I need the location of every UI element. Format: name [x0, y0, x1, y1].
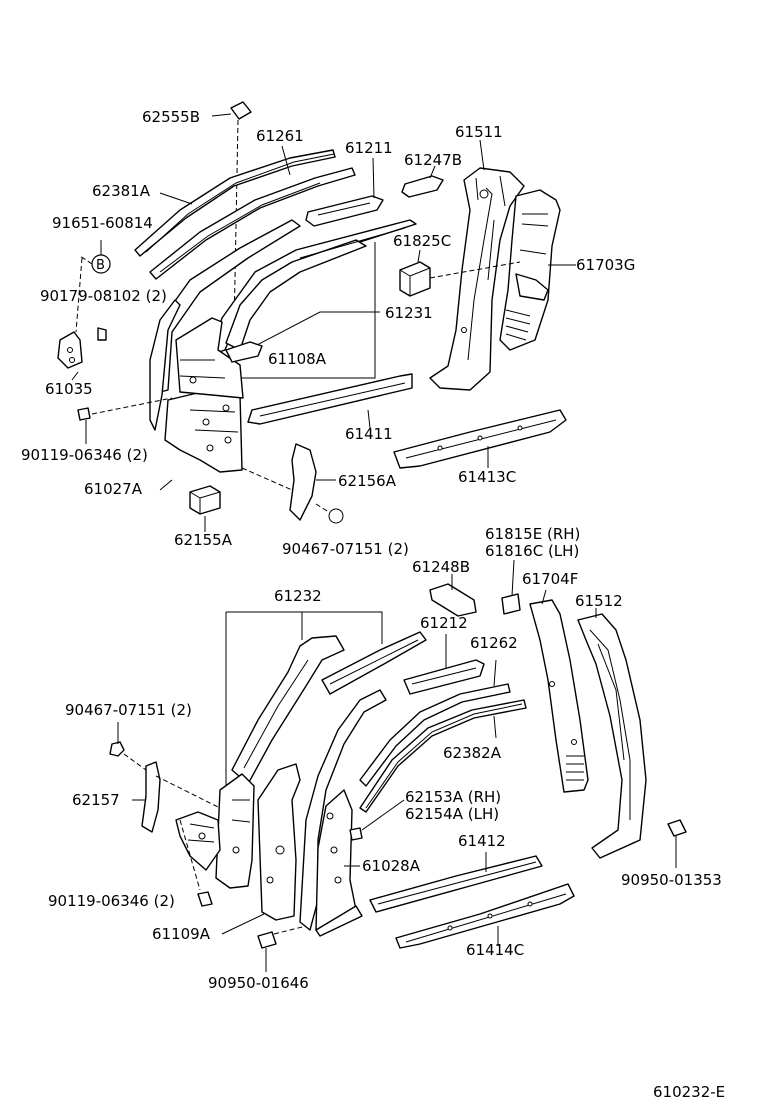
- label-90950a: 90950-01353: [621, 871, 722, 889]
- label-90119a: 90119-06346 (2): [21, 446, 148, 464]
- label-62153A: 62153A (RH): [405, 788, 501, 806]
- label-62156A: 62156A: [338, 472, 397, 490]
- label-61231: 61231: [385, 304, 433, 322]
- part-90119-lower: [179, 819, 213, 907]
- label-61411: 61411: [345, 425, 393, 443]
- label-90119b: 90119-06346 (2): [48, 892, 175, 910]
- part-61028A: [299, 689, 387, 937]
- label-61262: 61262: [470, 634, 518, 652]
- part-90467-lower: [109, 722, 147, 771]
- label-90467a: 90467-07151 (2): [282, 540, 409, 558]
- label-90467b: 90467-07151 (2): [65, 701, 192, 719]
- part-61248B: [429, 574, 477, 617]
- part-61511: [429, 139, 525, 391]
- label-62555B: 62555B: [142, 108, 200, 126]
- part-61109A: [175, 763, 301, 935]
- part-61261: [149, 145, 356, 280]
- label-61414C: 61414C: [466, 941, 524, 959]
- part-61411: [247, 373, 413, 429]
- part-62155A: [159, 479, 221, 532]
- label-62154A: 62154A (LH): [405, 805, 499, 823]
- part-61231: [209, 219, 417, 379]
- part-61108A: [225, 341, 263, 363]
- part-62156A: [241, 443, 344, 524]
- part-61247B: [401, 165, 444, 198]
- label-61703G: 61703G: [576, 256, 635, 274]
- label-90179: 90179-08102 (2): [40, 287, 167, 305]
- label-91651: 91651-60814: [52, 214, 153, 232]
- circle-b-icon: B: [91, 254, 111, 274]
- part-61414C: [395, 883, 575, 949]
- label-62382A: 62382A: [443, 744, 502, 762]
- label-61815E: 61815E (RH): [485, 525, 580, 543]
- part-61413C: [393, 409, 567, 469]
- label-61512: 61512: [575, 592, 623, 610]
- label-61413C: 61413C: [458, 468, 516, 486]
- part-61232: [225, 611, 427, 800]
- label-61108A: 61108A: [268, 350, 327, 368]
- part-90950-01646: [257, 925, 307, 972]
- part-61704F: [529, 589, 589, 793]
- label-b: B: [96, 258, 105, 273]
- label-61816C: 61816C (LH): [485, 542, 579, 560]
- part-62153A: [349, 799, 405, 841]
- part-61815E: [501, 559, 521, 615]
- label-61261: 61261: [256, 127, 304, 145]
- label-61232: 61232: [274, 587, 322, 605]
- part-62555B: [211, 101, 252, 331]
- label-61028A: 61028A: [362, 857, 421, 875]
- part-62157: [132, 761, 221, 833]
- part-61512: [577, 608, 647, 859]
- part-90119-upper: [77, 397, 173, 444]
- part-62381A: [134, 149, 336, 257]
- part-61412: [369, 852, 543, 913]
- label-61212: 61212: [420, 614, 468, 632]
- part-61825C: [399, 249, 521, 297]
- label-61704F: 61704F: [522, 570, 578, 588]
- label-62155A: 62155A: [174, 531, 233, 549]
- label-62157: 62157: [72, 791, 120, 809]
- label-61412: 61412: [458, 832, 506, 850]
- label-61211: 61211: [345, 139, 393, 157]
- part-62382A: [359, 699, 527, 813]
- label-61248B: 61248B: [412, 558, 470, 576]
- part-90950-01353: [667, 819, 687, 868]
- part-61035: [57, 257, 107, 381]
- part-front-pillar-inner: [149, 219, 301, 473]
- label-61035: 61035: [45, 380, 93, 398]
- label-61109A: 61109A: [152, 925, 211, 943]
- figure-code: 610232-E: [653, 1083, 725, 1101]
- part-61703G: [499, 189, 576, 351]
- label-62381A: 62381A: [92, 182, 151, 200]
- label-61247B: 61247B: [404, 151, 462, 169]
- part-61212: [403, 634, 485, 695]
- label-61511: 61511: [455, 123, 503, 141]
- part-61211: [305, 157, 384, 227]
- label-90950b: 90950-01646: [208, 974, 309, 992]
- label-61027A: 61027A: [84, 480, 143, 498]
- part-61262: [359, 659, 511, 787]
- label-61825C: 61825C: [393, 232, 451, 250]
